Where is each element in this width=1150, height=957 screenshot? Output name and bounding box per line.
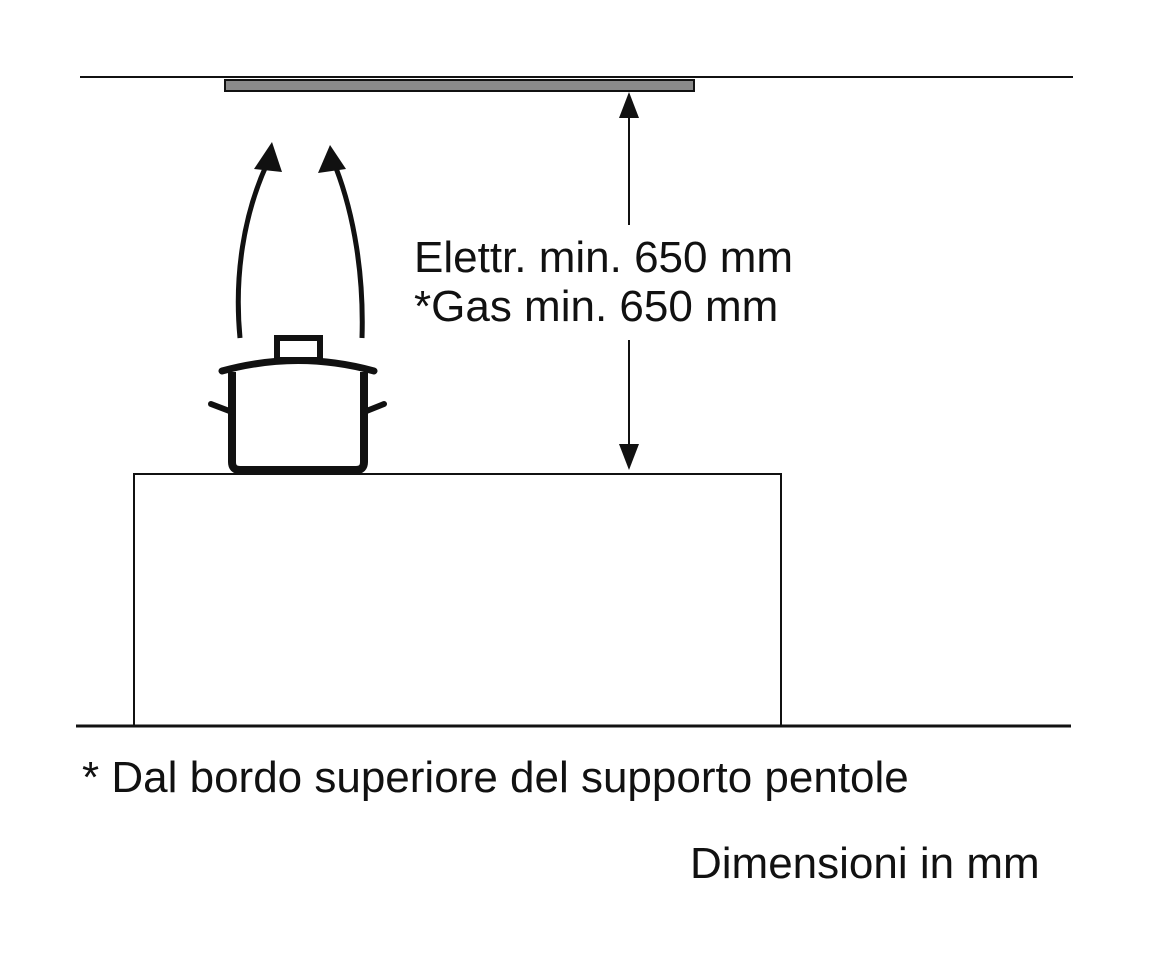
footnote-text: * Dal bordo superiore del supporto pento… — [82, 753, 909, 802]
steam-arrow-icon — [235, 142, 365, 339]
electric-min-distance-label: Elettr. min. 650 mm — [414, 233, 794, 282]
gas-min-distance-label: *Gas min. 650 mm — [414, 282, 779, 331]
counter-cabinet — [133, 473, 782, 727]
dimension-arrow — [619, 92, 639, 470]
units-note: Dimensioni in mm — [690, 839, 1040, 888]
hood-panel — [224, 79, 695, 92]
cooking-pot-icon — [208, 335, 387, 474]
